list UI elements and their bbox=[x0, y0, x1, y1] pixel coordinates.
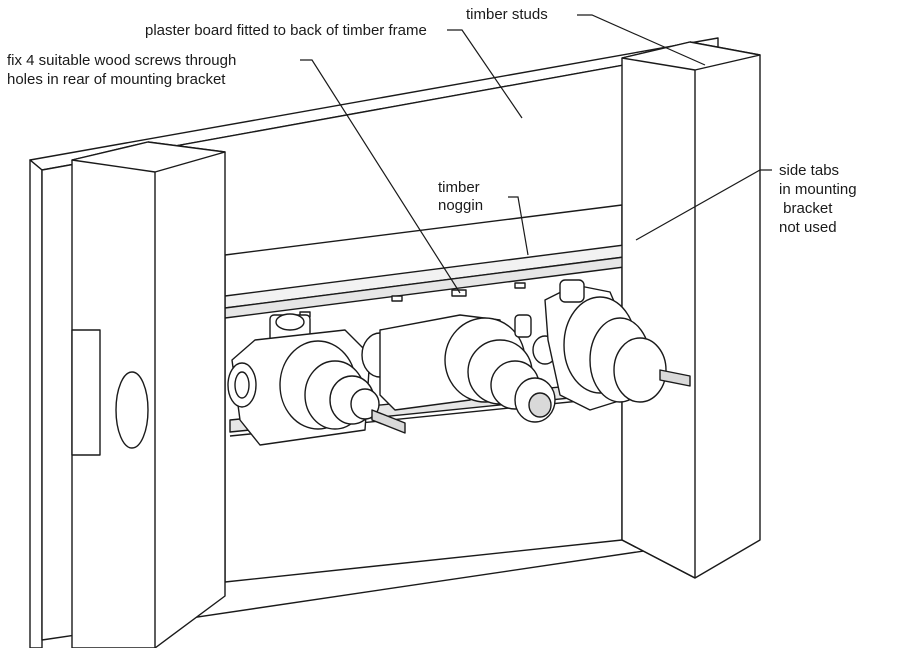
wood-screws-label-line1: fix 4 suitable wood screws through bbox=[7, 52, 237, 69]
plaster-board-label: plaster board fitted to back of timber f… bbox=[145, 22, 427, 39]
plaster-board-leader bbox=[447, 29, 523, 119]
side-tabs-label-line4: not used bbox=[779, 219, 837, 236]
side-tabs-label-line2: in mounting bbox=[779, 181, 857, 198]
timber-studs-leader bbox=[577, 14, 706, 66]
timber-studs-label: timber studs bbox=[466, 6, 548, 23]
side-tabs-leader bbox=[635, 169, 772, 241]
noggin-label-line2: noggin bbox=[438, 197, 484, 214]
side-tabs-label-line3: bracket bbox=[779, 200, 833, 217]
left-timber-stud bbox=[71, 141, 226, 649]
noggin-leader bbox=[508, 196, 529, 256]
right-timber-stud bbox=[621, 41, 761, 579]
wood-screws-label-line2: holes in rear of mounting bracket bbox=[7, 71, 226, 88]
leader-lines bbox=[300, 14, 772, 294]
wood-screws-leader bbox=[300, 59, 461, 294]
right-valve bbox=[544, 279, 691, 411]
side-tabs-label-line1: side tabs bbox=[779, 162, 840, 179]
stud-hole bbox=[115, 371, 149, 449]
noggin-label-line1: timber bbox=[438, 179, 480, 196]
screw-hole bbox=[451, 289, 467, 297]
middle-valve bbox=[379, 314, 558, 423]
